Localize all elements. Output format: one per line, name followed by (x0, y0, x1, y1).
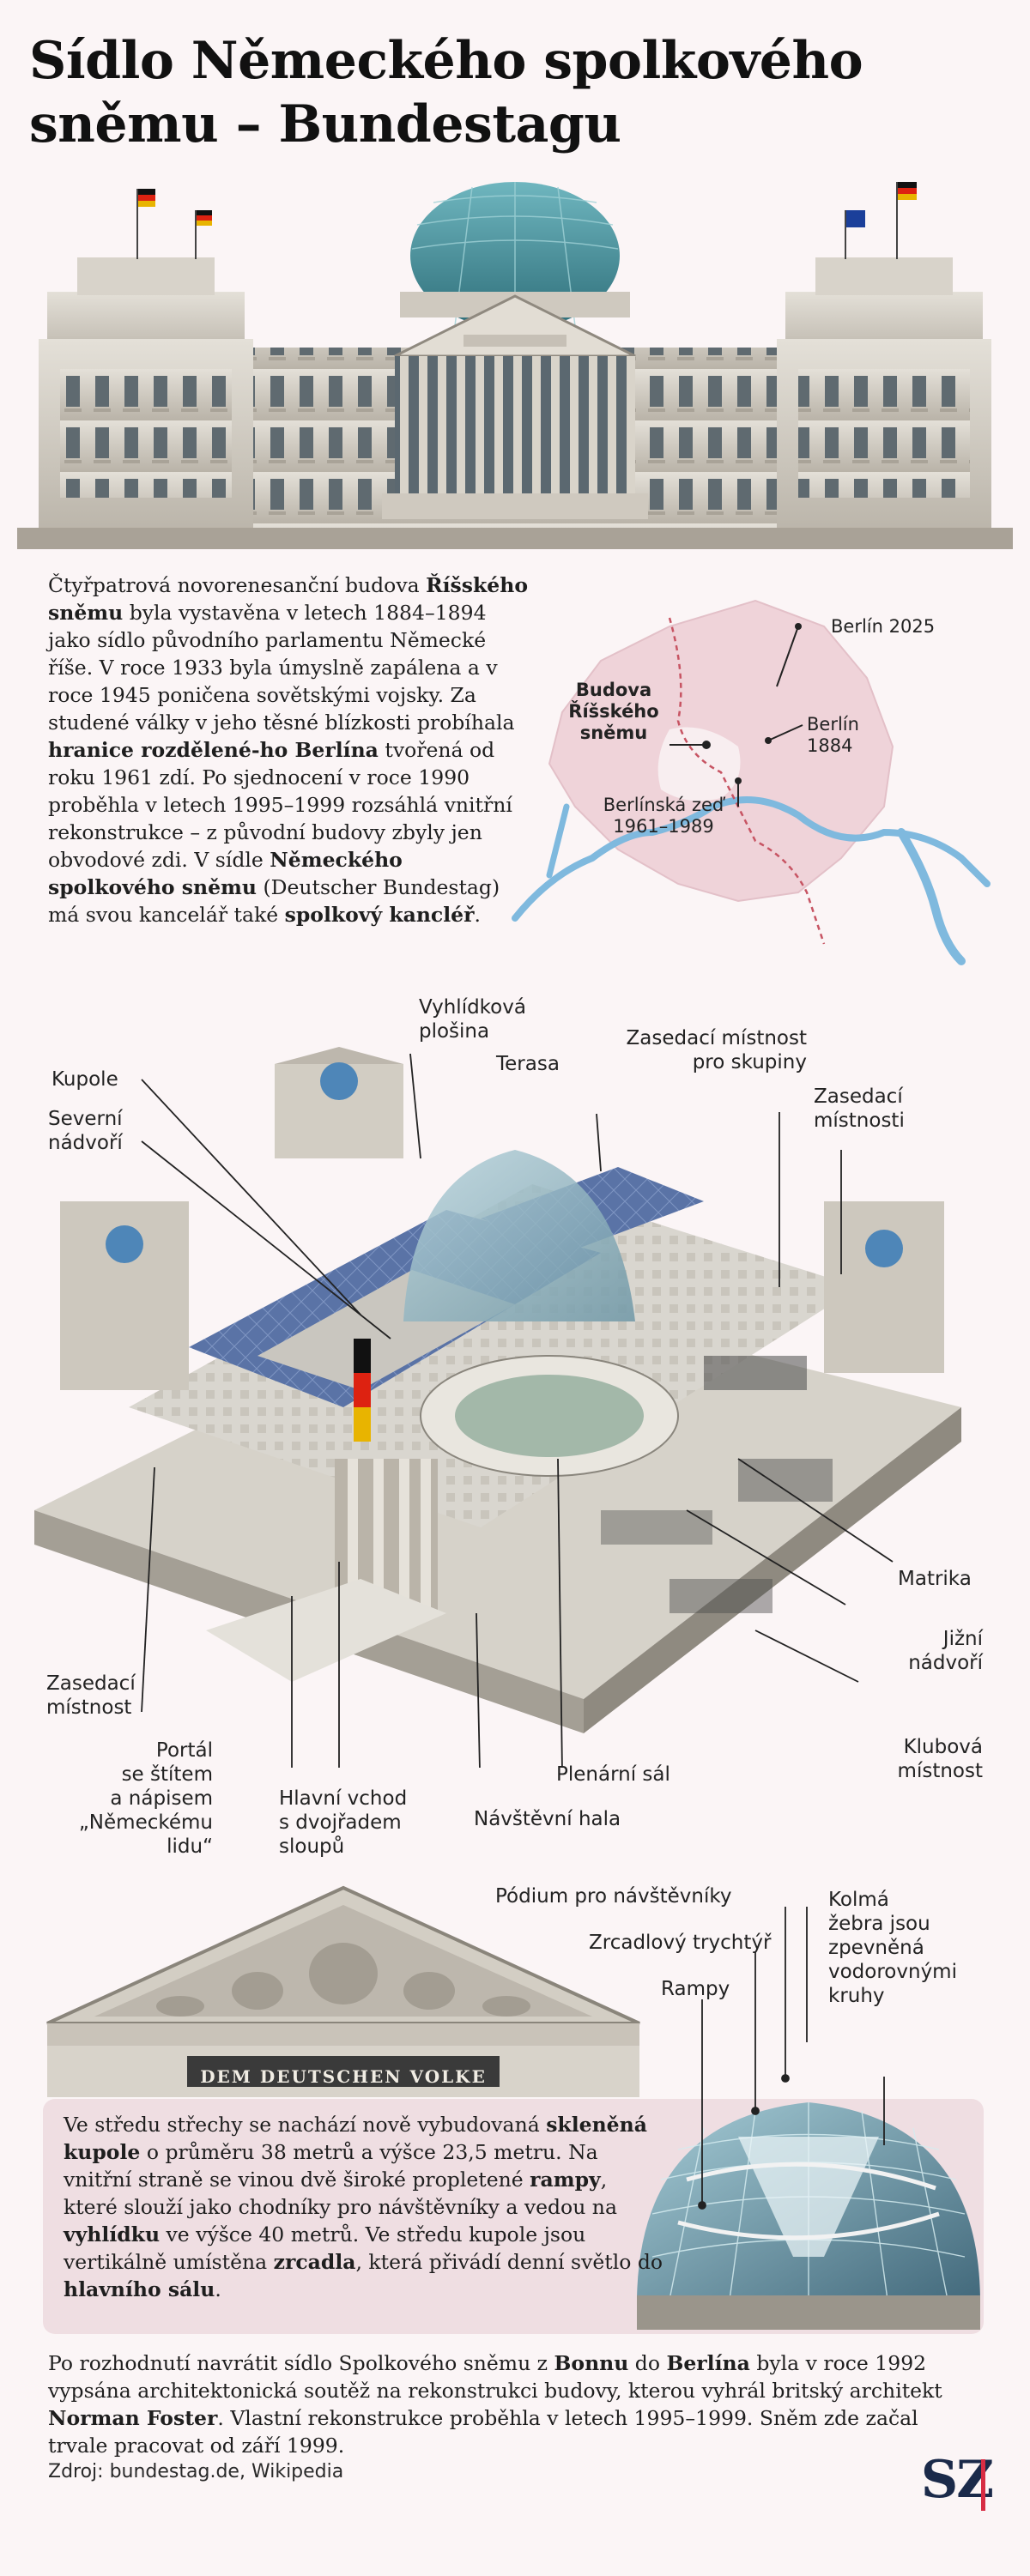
text-run: skleněná kupole (64, 2113, 647, 2164)
text-run: , které slouží jako chodníky pro návštěv… (64, 2168, 617, 2219)
text-run: . Vlastní rekonstrukce proběhla v letech… (48, 2406, 918, 2458)
text-run: Po rozhodnutí navrátit sídlo Spolkového … (48, 2351, 554, 2375)
dome-info-text: Ve středu střechy se nachází nově vybudo… (64, 2111, 664, 2303)
intro-paragraph: Čtyřpatrová novorenesanční budova Říšské… (48, 571, 529, 928)
sz-logo-bar (981, 2459, 985, 2511)
text-run: byla v roce 1992 vypsána architektonická… (48, 2351, 942, 2403)
text-run: Berlína (666, 2351, 750, 2375)
map-label-berlin-2025: Berlín 2025 (831, 616, 936, 637)
label-kupole: Kupole (52, 1068, 118, 1091)
text-run: . (474, 903, 481, 927)
pediment-illustration (46, 1885, 640, 2097)
label-zrcadlovy-trychtyr: Zrcadlový trychtýř (589, 1932, 772, 1954)
label-navstevni-hala: Návštěvní hala (474, 1808, 621, 1830)
page-title: Sídlo Německého spolkového sněmu – Bunde… (29, 31, 863, 154)
text-run: spolkový kancléř (284, 903, 475, 927)
text-run: Norman Foster (48, 2406, 218, 2430)
berlin-map (512, 599, 991, 965)
text-run: vyhlídku (64, 2222, 161, 2246)
text-run: hlavního sálu (64, 2277, 215, 2301)
text-run: ve výšce 40 metrů. Ve středu kupole jsou… (64, 2222, 586, 2274)
text-run: do (628, 2351, 667, 2375)
glass-dome-illustration (637, 1907, 980, 2330)
text-run: , která přivádí denní světlo do (355, 2250, 663, 2274)
pediment-inscription: DEM DEUTSCHEN VOLKE (200, 2066, 487, 2087)
source-line: Zdroj: bundestag.de, Wikipedia (48, 2461, 344, 2482)
label-plenarni-sal: Plenární sál (556, 1763, 670, 1786)
reichstag-facade-illustration (17, 182, 1013, 549)
cutaway-dome (403, 1150, 635, 1321)
reichstag-cutaway-illustration (34, 1047, 961, 1768)
text-run: rampy (530, 2168, 601, 2192)
text-run: Říšského sněmu (48, 573, 528, 625)
text-run: tvořená od roku 1961 zdí. Po sjednocení … (48, 738, 512, 872)
bottom-paragraph: Po rozhodnutí navrátit sídlo Spolkového … (48, 2349, 984, 2459)
text-run: o průměru 38 metrů a výšce 23,5 metru. N… (64, 2140, 598, 2192)
label-matrika: Matrika (898, 1568, 972, 1590)
flag-icon (136, 182, 917, 259)
text-run: Německého spolkového sněmu (48, 848, 403, 899)
text-run: . (215, 2277, 221, 2301)
text-run: (Deutscher Bundestag) má svou kancelář t… (48, 875, 500, 927)
text-run: byla vystavěna v letech 1884–1894 jako s… (48, 601, 515, 735)
label-podium: Pódium pro návštěvníky (495, 1885, 732, 1908)
label-rampy: Rampy (661, 1978, 730, 2000)
text-run: hranice rozdělené-ho Berlína (48, 738, 379, 762)
text-run: zrcadla (273, 2250, 356, 2274)
text-run: Čtyřpatrová novorenesanční budova (48, 573, 427, 597)
label-terasa: Terasa (496, 1053, 560, 1075)
text-run: Ve středu střechy se nachází nově vybudo… (64, 2113, 547, 2137)
text-run: Bonnu (554, 2351, 629, 2375)
tower-window-icon (320, 1062, 358, 1100)
